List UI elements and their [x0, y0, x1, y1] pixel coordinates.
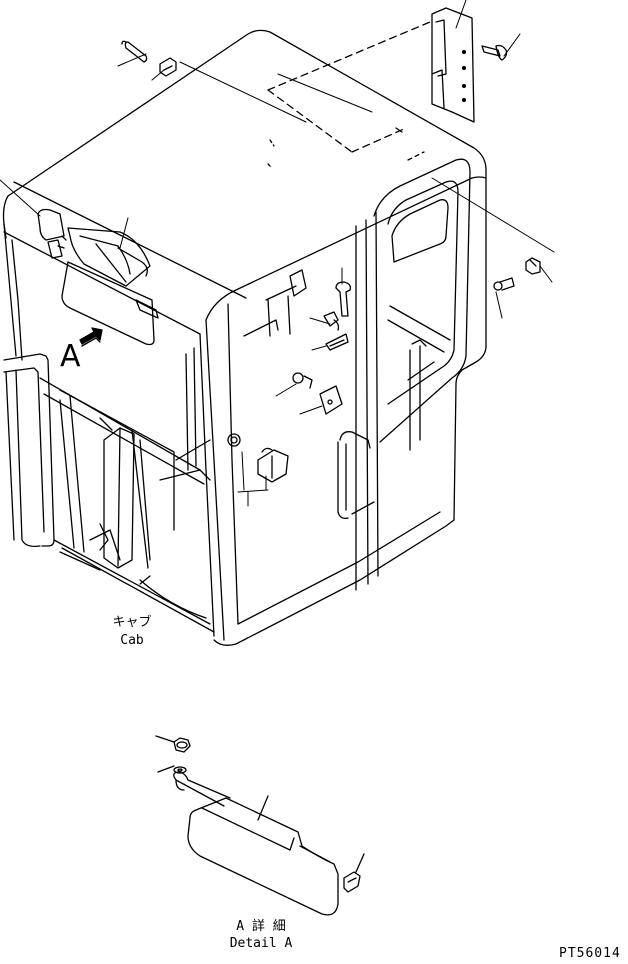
cab-roof — [2, 21, 487, 335]
detail-label-en: Detail A — [229, 936, 293, 951]
drawing-code: PT56014 — [559, 946, 621, 961]
detail-a-visor — [155, 735, 365, 916]
view-arrow-a — [79, 327, 103, 347]
bracket-bolt — [481, 44, 508, 61]
cab-right-wall — [235, 158, 487, 645]
cab-label-jp: キャブ — [112, 615, 152, 630]
detail-label-jp: A 詳 細 — [236, 919, 286, 934]
cab-corner-pillar — [199, 303, 239, 646]
interior-parts — [227, 281, 352, 483]
view-label-a: A — [60, 339, 81, 374]
sun-visor-installed — [37, 208, 159, 346]
cab-front-wall — [3, 223, 215, 633]
clip-part — [159, 57, 177, 77]
leader-lines — [0, 0, 555, 507]
top-bracket — [431, 7, 475, 123]
cab-label-en: Cab — [120, 633, 144, 648]
side-bolt — [493, 257, 541, 291]
pin-part — [121, 40, 148, 63]
